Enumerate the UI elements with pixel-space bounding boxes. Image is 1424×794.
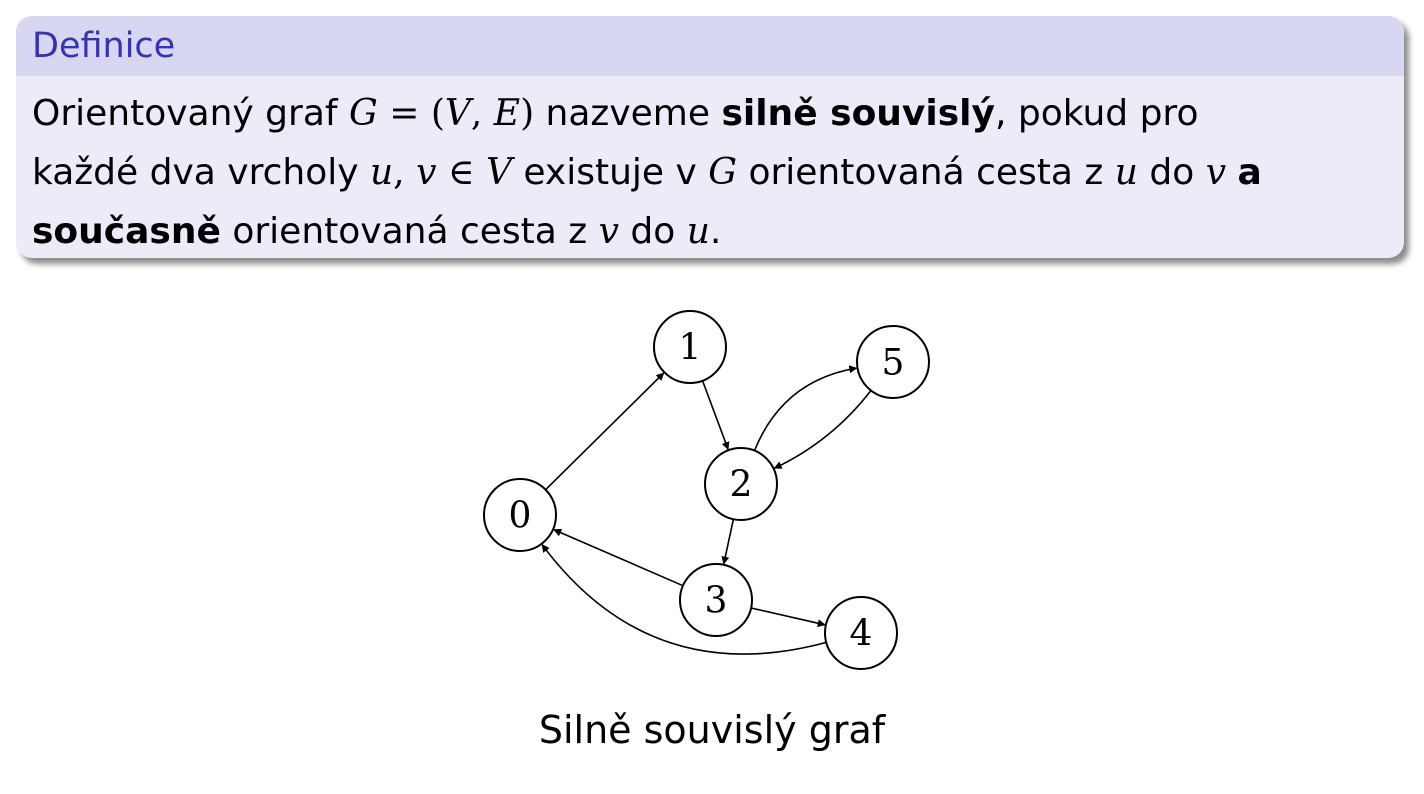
text-segment: , pokud pro <box>994 93 1199 134</box>
node-label: 2 <box>730 465 753 506</box>
text-segment: orientovaná cesta z <box>737 152 1115 193</box>
node-label: 5 <box>882 343 905 384</box>
definition-body: Orientovaný graf G = (V, E) nazveme siln… <box>16 76 1404 258</box>
edge-2-5 <box>753 365 858 451</box>
edge-3-4 <box>750 607 826 628</box>
math-v: v <box>416 152 437 193</box>
definition-block: Definice Orientovaný graf G = (V, E) naz… <box>16 16 1404 258</box>
math-equals: = ( <box>377 93 445 134</box>
node-label: 0 <box>509 496 532 537</box>
math-in: ∈ <box>436 152 486 193</box>
math-G: G <box>349 93 378 134</box>
definition-line-1: Orientovaný graf G = (V, E) nazveme siln… <box>32 84 1390 143</box>
nodes-layer: 0 1 2 3 4 5 <box>483 310 930 670</box>
edge-5-2 <box>773 389 872 469</box>
node-3: 3 <box>679 563 753 637</box>
math-v: v <box>1205 152 1227 193</box>
edge-0-1 <box>545 372 665 491</box>
math-u: u <box>369 152 394 193</box>
definition-header: Definice <box>16 16 1404 76</box>
edges-layer <box>541 365 872 655</box>
bold-term: silně souvislý <box>721 93 995 134</box>
definition-line-2: každé dva vrcholy u, v ∈ V existuje v G … <box>32 143 1390 202</box>
node-label: 1 <box>679 328 702 369</box>
edge-3-0 <box>553 528 684 587</box>
bold-term: současně <box>32 211 221 252</box>
bold-term: a <box>1237 152 1262 193</box>
graph-caption: Silně souvislý graf <box>538 708 886 752</box>
text-segment: Orientovaný graf <box>32 93 350 134</box>
text-segment: existuje v <box>511 152 709 193</box>
node-circle <box>653 310 727 384</box>
node-5: 5 <box>856 325 930 399</box>
edge-2-3 <box>721 519 735 565</box>
text-segment: . <box>709 211 722 252</box>
math-G: G <box>708 152 738 193</box>
node-circle <box>824 596 898 670</box>
node-circle <box>679 563 753 637</box>
edge-4-0 <box>541 544 827 655</box>
text-segment: orientovaná cesta z <box>220 211 599 252</box>
text-segment: každé dva vrcholy <box>32 152 370 193</box>
node-label: 4 <box>850 614 873 655</box>
math-V: V <box>444 93 471 134</box>
math-E: E <box>493 93 521 134</box>
node-1: 1 <box>653 310 727 384</box>
math-paren: ) <box>520 93 535 134</box>
node-label: 3 <box>705 581 728 622</box>
edge-1-2 <box>701 380 730 451</box>
node-4: 4 <box>824 596 898 670</box>
node-circle <box>483 478 557 552</box>
math-v: v <box>598 211 619 252</box>
definition-line-3: současně orientovaná cesta z v do u. <box>32 202 1390 258</box>
definition-title: Definice <box>32 26 176 66</box>
text-segment: do <box>618 211 687 252</box>
text-segment: do <box>1137 152 1206 193</box>
math-u: u <box>1114 152 1138 193</box>
math-comma: , <box>470 93 494 134</box>
math-comma: , <box>393 152 417 193</box>
node-2: 2 <box>704 447 778 521</box>
text-segment: nazveme <box>534 93 722 134</box>
math-V: V <box>485 152 512 193</box>
node-circle <box>704 447 778 521</box>
node-circle <box>856 325 930 399</box>
node-0: 0 <box>483 478 557 552</box>
math-u: u <box>686 211 710 252</box>
